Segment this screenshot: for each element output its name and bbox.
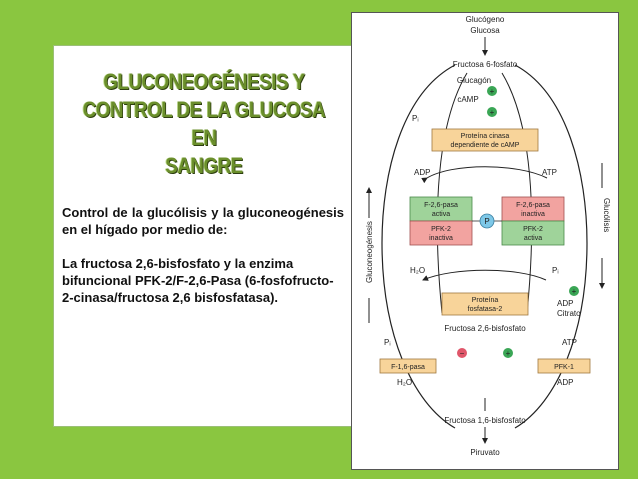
plus-sign: + <box>490 108 495 117</box>
p-label: P <box>484 217 489 226</box>
inner-arc-right <box>501 72 533 314</box>
pka-box <box>431 128 539 152</box>
label-pi-mid: Pᵢ <box>552 266 559 275</box>
pfk1-label: PFK-1 <box>554 364 574 371</box>
left-box-line-1: F-2,6-pasa <box>424 202 458 209</box>
plus-icon <box>569 286 579 296</box>
fosfatasa-line-2: fosfatasa-2 <box>468 306 503 313</box>
f16pasa-box <box>379 358 437 374</box>
label-h2o-mid: H₂O <box>410 266 425 275</box>
label-h2o-low: H₂O <box>397 378 412 387</box>
pfk1-box <box>537 358 591 374</box>
label-piruvato: Piruvato <box>470 448 500 457</box>
f16pasa-label: F-1,6-pasa <box>391 364 425 371</box>
label-glucosa: Glucosa <box>470 26 500 35</box>
diagram-svg: Glucógeno Glucosa Fructosa 6-fosfato Glu… <box>365 15 611 457</box>
plus-icon <box>487 107 497 117</box>
label-camp: cAMP <box>457 95 478 104</box>
right-box-line-3: PFK-2 <box>523 226 543 233</box>
right-box-line-4: activa <box>524 235 542 242</box>
left-enzyme-bottom <box>409 220 473 246</box>
left-box-line-4: inactiva <box>429 235 453 242</box>
label-fructosa-16bp: Fructosa 1,6-bisfosfato <box>444 416 526 425</box>
right-enzyme-bottom <box>501 220 565 246</box>
outer-arc-left <box>381 64 456 429</box>
pka-line-1: Proteína cinasa <box>461 133 510 140</box>
label-atp-low: ATP <box>562 338 577 347</box>
pka-line-2: dependiente de cAMP <box>451 142 520 149</box>
label-adp-low: ADP <box>557 378 573 387</box>
body-text: Control de la glucólisis y la gluconeogé… <box>62 204 344 306</box>
left-box-line-2: activa <box>432 211 450 218</box>
minus-icon <box>457 348 467 358</box>
plus-sign: + <box>490 87 495 96</box>
arc-phosphorylation <box>421 166 548 184</box>
arc-dephosphorylation <box>422 269 547 281</box>
plus-icon <box>503 348 513 358</box>
left-box-line-3: PFK-2 <box>431 226 451 233</box>
right-box-line-2: inactiva <box>521 211 545 218</box>
plus-icon <box>487 86 497 96</box>
phosphate-circle-icon <box>479 213 495 229</box>
inner-arc-left <box>436 72 468 314</box>
label-fructosa-26bp: Fructosa 2,6-bisfosfato <box>444 324 526 333</box>
label-adp-citrato-2: Citrato <box>557 309 581 318</box>
paragraph-2: La fructosa 2,6-bisfosfato y la enzima b… <box>62 256 334 305</box>
paragraph-1: Control de la glucólisis y la gluconeogé… <box>62 205 344 237</box>
label-glucagon: Glucagón <box>457 76 491 85</box>
outer-arc-right <box>514 64 588 429</box>
label-glucolisis-side: Glucólisis <box>602 198 611 232</box>
right-box-line-1: F-2,6-pasa <box>516 202 550 209</box>
fosfatasa-line-1: Proteína <box>472 297 499 304</box>
plus-sign: + <box>572 287 577 296</box>
label-glucogeno: Glucógeno <box>466 15 505 24</box>
minus-sign: − <box>460 349 465 358</box>
label-fructosa-6p: Fructosa 6-fosfato <box>453 60 518 69</box>
fosfatasa-box <box>441 292 529 316</box>
label-adp-top: ADP <box>414 168 430 177</box>
label-atp-top: ATP <box>542 168 557 177</box>
metabolic-diagram: Glucógeno Glucosa Fructosa 6-fosfato Glu… <box>351 12 619 470</box>
label-pi-top: Pᵢ <box>412 114 419 123</box>
label-adp-citrato-1: ADP <box>557 299 573 308</box>
label-gluconeogenesis-side: Gluconeogénesis <box>365 221 374 283</box>
plus-sign: + <box>506 349 511 358</box>
label-pi-low: Pᵢ <box>384 338 391 347</box>
